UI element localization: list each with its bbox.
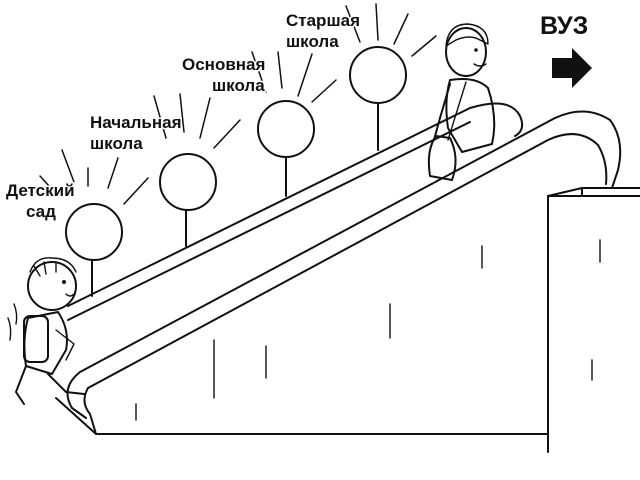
upper-platform <box>547 187 640 453</box>
stage-label-primary: Начальная школа <box>90 113 186 153</box>
stage-label-kindergarten: Детский сад <box>6 181 79 221</box>
stage-marker-basic <box>257 100 315 197</box>
stage-marker-senior <box>349 46 407 151</box>
student-with-bag-icon <box>427 23 496 181</box>
stage-markers <box>65 46 407 297</box>
escalator <box>55 102 622 435</box>
stage-marker-primary <box>159 153 217 247</box>
stage-label-basic: Основная школа <box>182 55 270 95</box>
child-with-backpack-icon <box>7 257 85 405</box>
right-arrow-icon <box>552 48 592 88</box>
stage-label-senior: Старшая школа <box>286 11 365 51</box>
stage-marker-kindergarten <box>65 203 123 297</box>
target-label-university: ВУЗ <box>540 12 588 40</box>
radiating-rays <box>39 3 437 205</box>
